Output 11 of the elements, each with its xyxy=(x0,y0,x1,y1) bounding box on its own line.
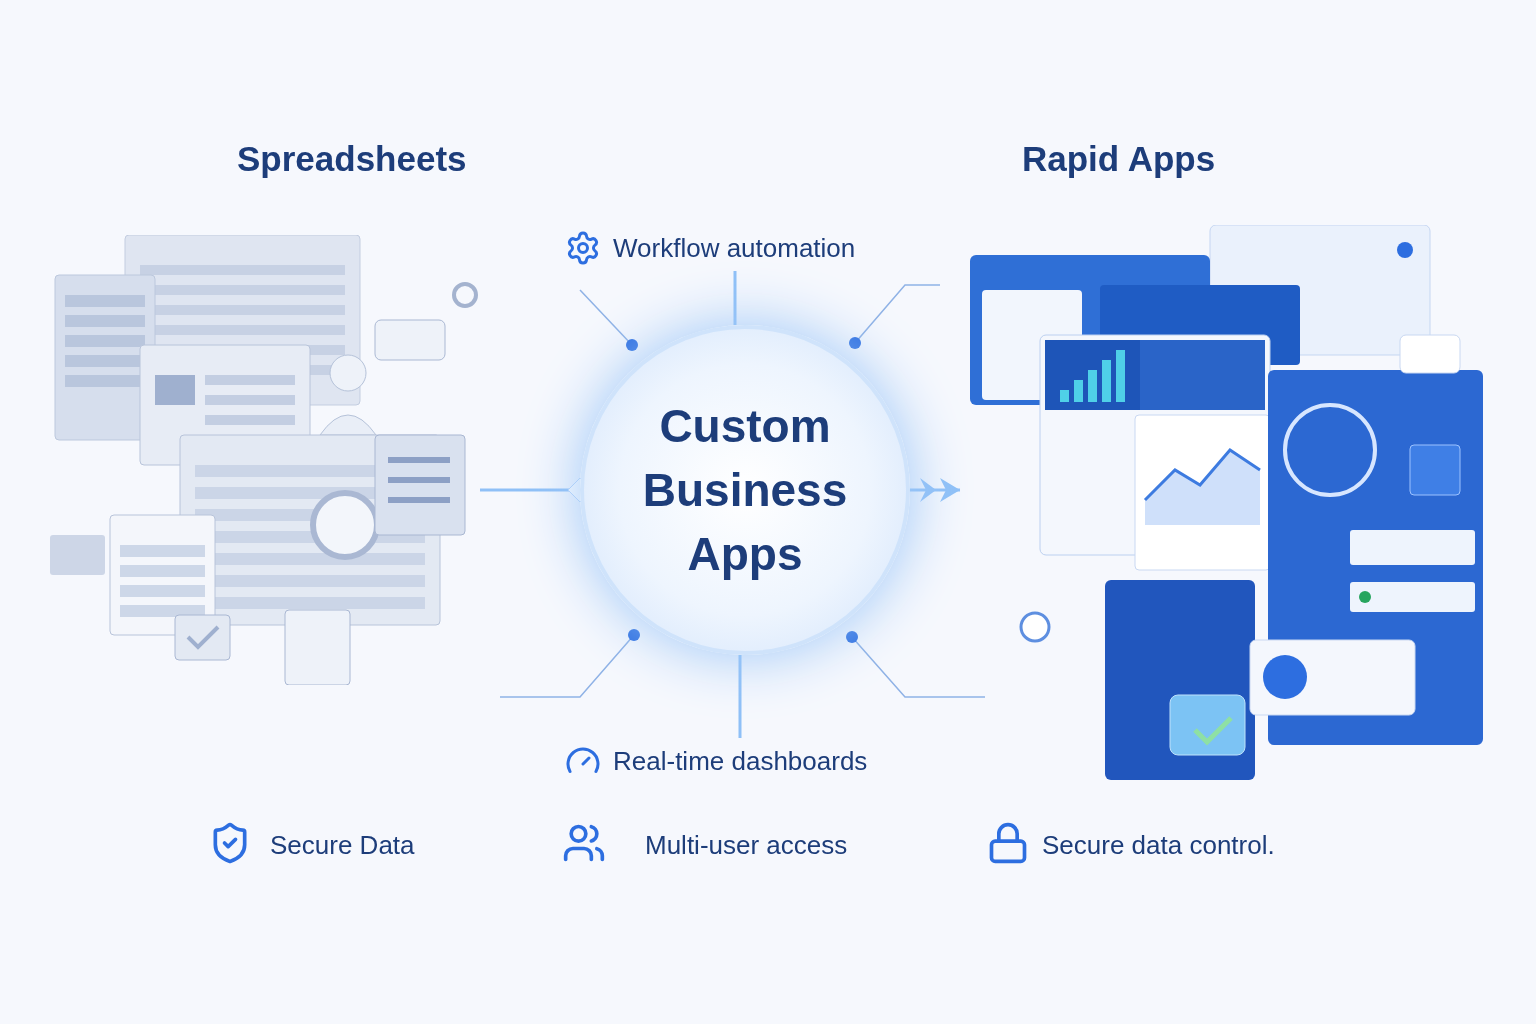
feature-label: Workflow automation xyxy=(613,231,856,265)
connector-line xyxy=(733,271,737,325)
section-heading: Spreadsheets xyxy=(237,138,467,180)
feature-label: Secure Data xyxy=(270,829,415,862)
feature-label: Secure data control. xyxy=(1042,829,1275,862)
section-heading: Rapid Apps xyxy=(1022,138,1216,180)
center-title: Custom Business Apps xyxy=(641,399,849,582)
feature-label: Multi-user access xyxy=(645,829,848,862)
feature-label: Real-time dashboards xyxy=(613,744,868,778)
connector-line xyxy=(738,655,742,738)
connector-line xyxy=(910,478,960,502)
